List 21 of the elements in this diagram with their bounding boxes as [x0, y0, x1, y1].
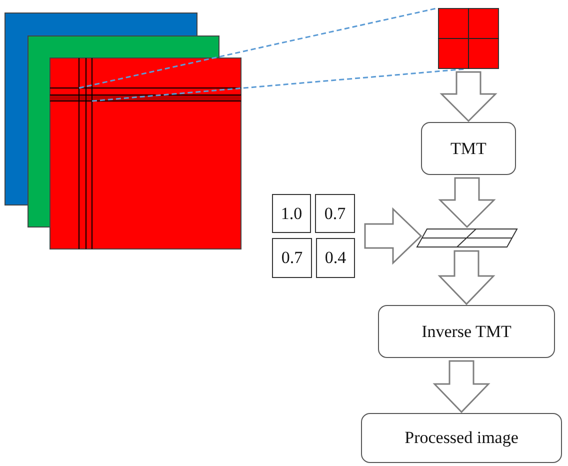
zoom-line — [92, 68, 466, 102]
zoom-line — [78, 7, 438, 89]
matrix-value: 0.7 — [281, 248, 303, 268]
process-box — [421, 122, 516, 175]
matrix-cell — [315, 194, 355, 233]
matrix-cell — [272, 238, 312, 278]
block-arrow — [438, 177, 496, 228]
block-arrow — [438, 250, 496, 306]
block-arrow — [440, 71, 498, 122]
matrix-cell — [272, 194, 311, 233]
matrix-cell — [316, 238, 355, 278]
matrix-value: 1.0 — [280, 204, 302, 224]
block-arrow — [432, 360, 490, 414]
matrix-value: 0.4 — [324, 248, 346, 268]
process-box — [378, 305, 555, 358]
box-label: Inverse TMT — [422, 322, 512, 342]
block-arrow — [364, 207, 422, 265]
matrix-value: 0.7 — [324, 204, 346, 224]
process-box — [361, 413, 562, 463]
box-label: Processed image — [404, 428, 518, 448]
box-label: TMT — [450, 138, 486, 158]
